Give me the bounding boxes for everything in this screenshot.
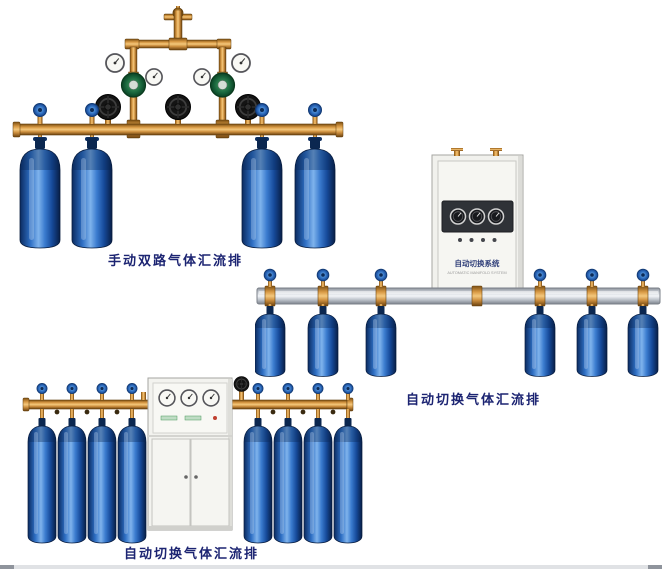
gas-cylinder-group — [27, 409, 363, 544]
manifold-top-assembly — [124, 6, 232, 82]
cylinder-valve-wheel-icon — [85, 103, 99, 117]
shutoff-valves — [94, 93, 262, 124]
gas-cylinder-group — [19, 134, 336, 249]
gas-cylinder — [576, 305, 608, 377]
manual-dual-manifold-photo — [12, 6, 344, 249]
indicator-light — [213, 416, 217, 420]
gas-cylinder-group — [255, 304, 659, 377]
cylinder-valve-wheel-icon — [263, 268, 277, 282]
auto-switch-manifold-floor-photo — [22, 375, 363, 544]
cylinder-valve-wheel-icon — [533, 268, 547, 282]
control-cabinet: 自动切换系统 AUTOMATIC MANIFOLD SYSTEM — [431, 154, 524, 303]
cylinder-valve-wheel-icon — [374, 268, 388, 282]
cylinder-valves — [263, 268, 650, 287]
pressure-gauge-icon — [193, 68, 211, 86]
gas-cylinder — [273, 417, 303, 544]
cylinder-valves — [36, 383, 354, 400]
gas-cylinder — [255, 305, 286, 377]
cylinder-valve-wheel-icon — [126, 383, 138, 394]
gas-cylinder — [627, 305, 659, 377]
cabinet-gauge-icon — [202, 389, 220, 407]
pressure-regulators — [105, 53, 251, 123]
gas-cylinder — [307, 305, 339, 377]
gas-cylinder — [333, 417, 363, 544]
cylinder-valve-wheel-icon — [33, 103, 47, 117]
valve-handwheel-icon — [94, 93, 122, 121]
gas-cylinder — [71, 136, 113, 249]
gas-cylinder — [87, 417, 117, 544]
manifold-bar — [256, 285, 661, 307]
gas-cylinder — [524, 305, 556, 377]
cylinder-valve-wheel-icon — [252, 383, 264, 394]
cabinet-gauge-icon — [180, 389, 198, 407]
product-caption-manual-dual-manifold: 手动双路气体汇流排 — [108, 253, 244, 268]
cabinet-gauge-icon — [487, 208, 505, 225]
cylinder-valve-wheel-icon — [312, 383, 324, 394]
indicator-label — [160, 415, 178, 421]
shutoff-valve — [141, 375, 250, 400]
cabinet-gauge-icon — [158, 389, 176, 407]
gas-cylinder — [117, 417, 147, 544]
cylinder-valve-wheel-icon — [96, 383, 108, 394]
gas-cylinder — [57, 417, 87, 544]
auto-switch-manifold-wall-photo: 自动切换系统 AUTOMATIC MANIFOLD SYSTEM — [255, 148, 661, 377]
cylinder-valve-wheel-icon — [66, 383, 78, 394]
valve-handwheel-icon — [164, 93, 192, 121]
control-cabinet — [147, 377, 233, 531]
page-bottom-rule — [0, 565, 662, 569]
cylinder-valve-wheel-icon — [282, 383, 294, 394]
cabinet-gauge-icon — [468, 208, 486, 225]
cabinet-sublabel: AUTOMATIC MANIFOLD SYSTEM — [447, 271, 506, 275]
gas-cylinder — [243, 417, 273, 544]
gas-cylinder — [303, 417, 333, 544]
cabinet-door — [151, 438, 191, 527]
gas-cylinder — [19, 136, 61, 249]
pressure-gauge-icon — [231, 53, 251, 73]
cabinet-top-fittings — [451, 148, 502, 156]
cylinder-valve-wheel-icon — [585, 268, 599, 282]
cylinder-valve-wheel-icon — [636, 268, 650, 282]
pressure-gauge-icon — [145, 68, 163, 86]
cylinder-valve-wheel-icon — [255, 103, 269, 117]
cylinder-valve-wheel-icon — [342, 383, 354, 394]
cylinder-valves — [33, 103, 322, 124]
gas-cylinder — [365, 305, 397, 377]
pressure-gauge-icon — [105, 53, 125, 73]
cabinet-label: 自动切换系统 — [455, 258, 500, 268]
door-handle — [184, 475, 188, 479]
indicator-label — [184, 415, 202, 421]
door-handle — [194, 475, 198, 479]
cabinet-door — [190, 438, 230, 527]
cabinet-gauge-icon — [449, 208, 467, 225]
product-caption-auto-switch-wall: 自动切换气体汇流排 — [406, 392, 542, 407]
gas-cylinder — [27, 417, 57, 544]
valve-handwheel-icon — [233, 375, 250, 393]
cylinder-valve-wheel-icon — [36, 383, 48, 394]
cylinder-valve-wheel-icon — [316, 268, 330, 282]
cylinder-valve-wheel-icon — [308, 103, 322, 117]
product-caption-auto-switch-floor: 自动切换气体汇流排 — [124, 546, 260, 561]
